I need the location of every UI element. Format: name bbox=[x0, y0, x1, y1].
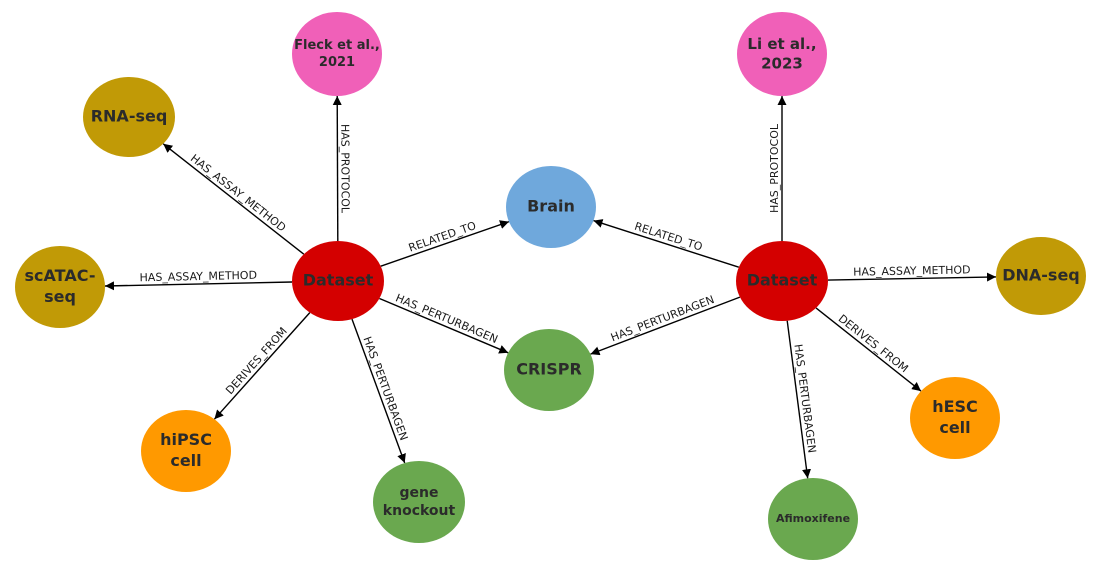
node-hesc-circle[interactable] bbox=[910, 377, 1000, 459]
node-dnaseq-circle[interactable] bbox=[996, 237, 1086, 315]
node-ds2-label: Dataset bbox=[747, 271, 818, 290]
node-dnaseq[interactable]: DNA-seq bbox=[996, 237, 1086, 315]
node-fleck[interactable]: Fleck et al.,2021 bbox=[292, 12, 382, 96]
node-hipsc-circle[interactable] bbox=[141, 410, 231, 492]
edge-label-has-assay-method: HAS_ASSAY_METHOD bbox=[188, 152, 288, 235]
edge-ds2-crispr bbox=[590, 296, 741, 356]
edge-ds1-brain bbox=[380, 220, 510, 267]
node-geneko-circle[interactable] bbox=[373, 461, 465, 543]
edge-ds1-scatac bbox=[104, 281, 293, 291]
node-brain-circle[interactable] bbox=[506, 166, 596, 248]
edge-label-has-assay-method: HAS_ASSAY_METHOD bbox=[853, 263, 971, 278]
node-li-label: Li et al.,2023 bbox=[747, 35, 816, 73]
node-rnaseq[interactable]: RNA-seq bbox=[83, 77, 175, 157]
edge-ds2-afimox bbox=[786, 320, 812, 479]
edge-ds2-hesc bbox=[815, 307, 922, 392]
node-rnaseq-label: RNA-seq bbox=[91, 107, 168, 126]
edge-label-derives-from: DERIVES_FROM bbox=[223, 325, 290, 397]
edge-label-has-perturbagen: HAS_PERTURBAGEN bbox=[791, 343, 818, 453]
edge-label-has-perturbagen: HAS_PERTURBAGEN bbox=[360, 335, 410, 442]
node-fleck-circle[interactable] bbox=[292, 12, 382, 96]
node-dnaseq-label: DNA-seq bbox=[1002, 266, 1080, 285]
edge-label-has-perturbagen: HAS_PERTURBAGEN bbox=[394, 291, 500, 346]
node-ds1-label: Dataset bbox=[303, 271, 374, 290]
edge-ds1-geneko bbox=[351, 318, 406, 464]
edge-label-has-protocol: HAS_PROTOCOL bbox=[768, 123, 781, 213]
edge-ds2-brain bbox=[593, 219, 740, 268]
node-li-circle[interactable] bbox=[737, 12, 827, 96]
nodes-layer: Dataset Dataset RNA-seq scATAC-seq DNA-seq Fl… bbox=[15, 12, 1086, 560]
node-afimox-circle[interactable] bbox=[768, 478, 858, 560]
edge-ds1-hipsc bbox=[213, 312, 311, 420]
node-crispr-label: CRISPR bbox=[516, 360, 582, 379]
edge-label-has-assay-method: HAS_ASSAY_METHOD bbox=[139, 269, 257, 285]
node-scatac-circle[interactable] bbox=[15, 246, 105, 328]
edge-label-has-perturbagen: HAS_PERTURBAGEN bbox=[609, 293, 716, 344]
edge-ds2-dnaseq bbox=[827, 272, 997, 282]
node-afimox[interactable]: Afimoxifene bbox=[768, 478, 858, 560]
node-brain-label: Brain bbox=[527, 197, 575, 216]
node-scatac-label: scATAC-seq bbox=[25, 266, 96, 306]
node-ds1-circle[interactable] bbox=[292, 241, 384, 321]
node-afimox-label: Afimoxifene bbox=[776, 512, 850, 525]
node-crispr[interactable]: CRISPR bbox=[504, 329, 594, 411]
node-scatac[interactable]: scATAC-seq bbox=[15, 246, 105, 328]
node-fleck-label: Fleck et al.,2021 bbox=[294, 38, 380, 70]
edge-ds1-fleck bbox=[332, 95, 342, 242]
node-li[interactable]: Li et al.,2023 bbox=[737, 12, 827, 96]
node-rnaseq-circle[interactable] bbox=[83, 77, 175, 157]
edge-label-has-protocol: HAS_PROTOCOL bbox=[338, 124, 351, 214]
edge-ds1-rnaseq bbox=[162, 143, 305, 255]
edge-label-derives-from: DERIVES_FROM bbox=[836, 312, 911, 375]
node-ds2-circle[interactable] bbox=[736, 241, 828, 321]
node-ds2[interactable]: Dataset bbox=[736, 241, 828, 321]
node-crispr-circle[interactable] bbox=[504, 329, 594, 411]
edge-ds1-crispr bbox=[379, 297, 509, 354]
node-brain[interactable]: Brain bbox=[506, 166, 596, 248]
node-ds1[interactable]: Dataset bbox=[292, 241, 384, 321]
